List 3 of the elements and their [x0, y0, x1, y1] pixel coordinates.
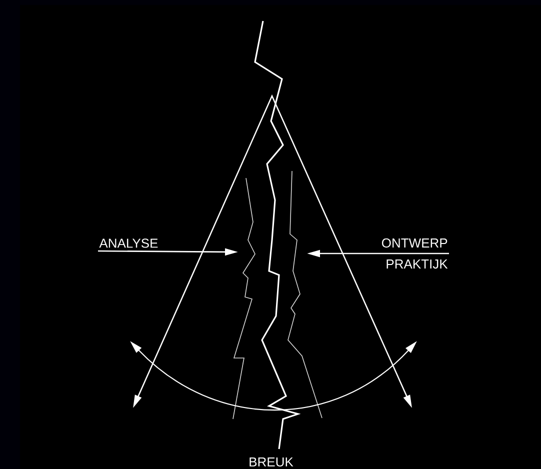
text-label: ANALYSE: [99, 238, 158, 248]
text-label: ONTWERP PRAKTIJK: [382, 238, 448, 269]
text-label: BREUK: [250, 457, 294, 467]
